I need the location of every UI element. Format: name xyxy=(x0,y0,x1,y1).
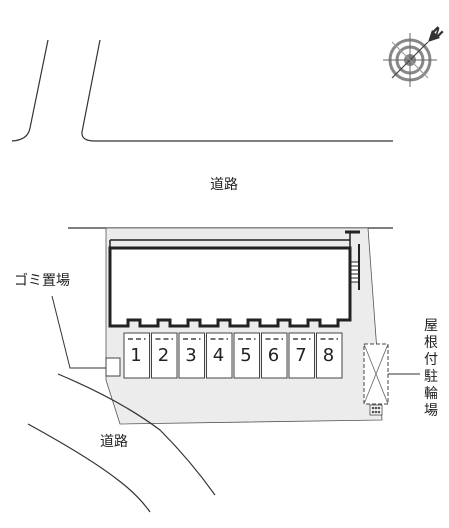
bicycle-parking-area xyxy=(363,343,389,416)
garbage-leader-line xyxy=(51,295,106,369)
garbage-label: ゴミ置場 xyxy=(14,273,70,289)
parking-slot-number: 3 xyxy=(185,345,197,366)
parking-slot-number: 5 xyxy=(240,345,252,366)
upper-road-edges xyxy=(11,39,393,142)
road-label-bottom: 道路 xyxy=(100,434,128,450)
parking-slot-number: 4 xyxy=(212,345,225,366)
apartment-building xyxy=(108,230,360,328)
parking-slot xyxy=(316,332,343,379)
north-compass-icon: N xyxy=(383,24,445,87)
road-label-top: 道路 xyxy=(210,177,238,193)
parking-slot-number: 8 xyxy=(322,345,335,366)
garbage-area xyxy=(105,357,121,377)
parking-slot xyxy=(288,332,315,379)
parking-slot xyxy=(233,332,260,379)
bicycle-parking-label: 屋根付駐輪場 xyxy=(424,318,438,419)
parking-slot xyxy=(123,332,150,379)
lower-road-edges xyxy=(27,373,216,513)
parking-slot-number: 1 xyxy=(130,345,142,366)
stairs xyxy=(350,244,360,290)
parking-slot-number: 2 xyxy=(157,345,170,366)
parking-slot xyxy=(178,332,205,379)
parking-slot xyxy=(206,332,233,379)
parking-slot xyxy=(261,332,288,379)
parking-slot-number: 7 xyxy=(295,345,307,366)
parking-slot-number: 6 xyxy=(267,345,280,366)
parking-slot xyxy=(151,332,178,379)
parking-slots xyxy=(123,332,343,379)
